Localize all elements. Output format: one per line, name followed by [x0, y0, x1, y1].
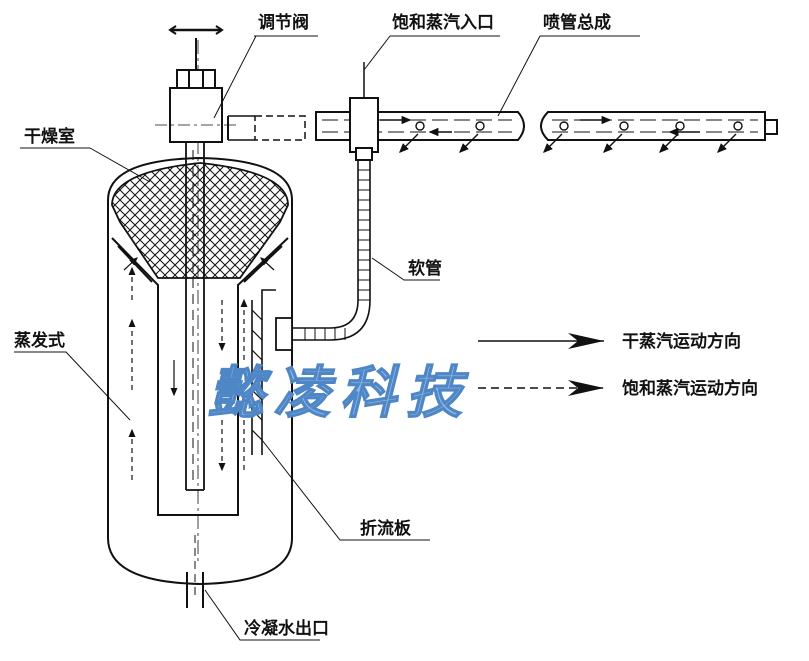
- label-evaporator: 蒸发式: [14, 330, 65, 351]
- nozzle-assembly: [227, 62, 778, 161]
- label-condensate-outlet: 冷凝水出口: [244, 618, 329, 639]
- flexible-hose: [275, 160, 371, 351]
- label-hose: 软管: [408, 258, 442, 279]
- condensate-pipe: [186, 535, 204, 608]
- label-steam-inlet: 饱和蒸汽入口: [392, 12, 494, 33]
- label-nozzle-assembly: 喷管总成: [543, 12, 611, 33]
- watermark-text: 懿凌科技: [208, 360, 472, 426]
- flow-arrows: [123, 257, 275, 480]
- regulating-valve: [155, 25, 240, 143]
- nozzle-spray-arrows: [380, 115, 737, 153]
- leader-lines: [14, 35, 640, 641]
- legend-saturated-steam: 饱和蒸汽运动方向: [622, 378, 758, 399]
- baffle-plate: [251, 289, 276, 455]
- label-baffle: 折流板: [360, 518, 412, 539]
- legend-dry-steam: 干蒸汽运动方向: [622, 331, 741, 352]
- label-drying-chamber: 干燥室: [24, 126, 75, 147]
- label-valve: 调节阀: [258, 12, 309, 33]
- valve-tube: [185, 142, 205, 491]
- legend-dashed-arrow: [568, 380, 604, 396]
- drying-chamber-mesh: [111, 162, 289, 279]
- legend-solid-arrow: [568, 333, 604, 349]
- evaporator-vessel: [107, 156, 293, 586]
- legend: 干蒸汽运动方向 饱和蒸汽运动方向: [478, 331, 758, 399]
